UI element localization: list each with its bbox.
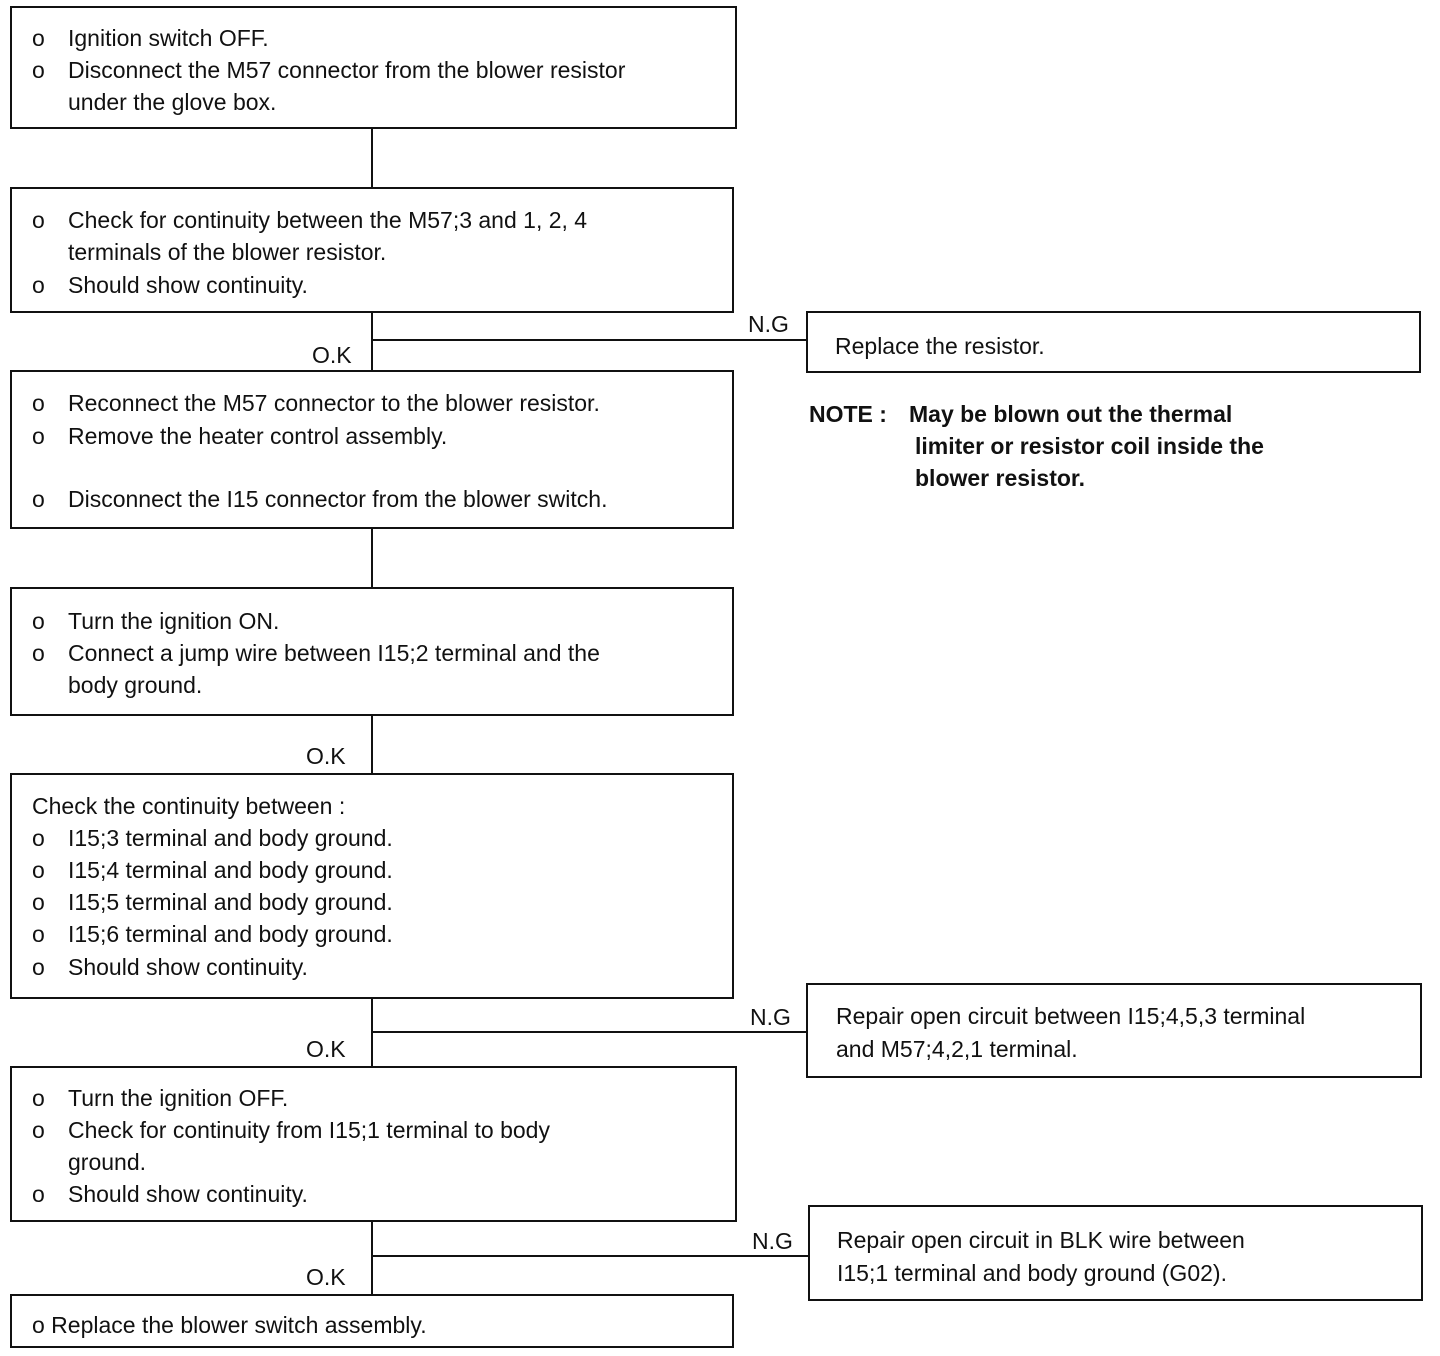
bullet: o	[32, 390, 45, 416]
note-prefix: NOTE :	[809, 401, 887, 427]
connector-line	[371, 1221, 373, 1296]
step-6-line-2: Check for continuity from I15;1 terminal…	[68, 1117, 550, 1143]
fail-3-line-1: Repair open circuit in BLK wire between	[837, 1227, 1245, 1253]
step-4-box: o Turn the ignition ON. o Connect a jump…	[10, 587, 734, 716]
bullet: o	[32, 486, 45, 512]
step-1-line-2: Disconnect the M57 connector from the bl…	[68, 57, 626, 83]
bullet: o	[32, 1085, 45, 1111]
step-1-box: o Ignition switch OFF. o Disconnect the …	[10, 6, 737, 129]
ng-label: N.G	[748, 311, 789, 337]
step-6-line-4: Should show continuity.	[68, 1181, 308, 1207]
fail-box-3: Repair open circuit in BLK wire between …	[808, 1205, 1423, 1301]
ok-label: O.K	[306, 743, 346, 769]
connector-line	[371, 528, 373, 589]
step-5-line-5: Should show continuity.	[68, 954, 308, 980]
connector-line	[371, 715, 373, 775]
ok-label: O.K	[306, 1036, 346, 1062]
bullet: o	[32, 857, 45, 883]
ok-label: O.K	[306, 1264, 346, 1290]
step-2-box: o Check for continuity between the M57;3…	[10, 187, 734, 313]
fail-box-1: Replace the resistor.	[806, 311, 1421, 373]
bullet: o	[32, 889, 45, 915]
ng-label: N.G	[750, 1004, 791, 1030]
fail-box-2: Repair open circuit between I15;4,5,3 te…	[806, 983, 1422, 1078]
bullet: o	[32, 423, 45, 449]
step-7-line-1: o Replace the blower switch assembly.	[32, 1312, 427, 1338]
step-4-line-1: Turn the ignition ON.	[68, 608, 280, 634]
bullet: o	[32, 57, 45, 83]
bullet: o	[32, 1181, 45, 1207]
bullet: o	[32, 825, 45, 851]
step-5-box: Check the continuity between : o I15;3 t…	[10, 773, 734, 999]
step-3-line-3: Disconnect the I15 connector from the bl…	[68, 486, 608, 512]
step-1-line-3: under the glove box.	[68, 89, 277, 115]
step-2-line-1: Check for continuity between the M57;3 a…	[68, 207, 588, 233]
step-3-line-1: Reconnect the M57 connector to the blowe…	[68, 390, 600, 416]
step-3-box: o Reconnect the M57 connector to the blo…	[10, 370, 734, 529]
bullet: o	[32, 25, 45, 51]
step-4-line-3: body ground.	[68, 672, 203, 698]
bullet: o	[32, 640, 45, 666]
ng-label: N.G	[752, 1228, 793, 1254]
ok-label: O.K	[312, 342, 352, 368]
ng-branch-line	[371, 339, 808, 341]
step-5-line-2: I15;4 terminal and body ground.	[68, 857, 393, 883]
bullet: o	[32, 921, 45, 947]
fail-1-line-1: Replace the resistor.	[835, 333, 1045, 359]
step-7-box: o Replace the blower switch assembly.	[10, 1294, 734, 1348]
bullet: o	[32, 272, 45, 298]
step-6-line-3: ground.	[68, 1149, 147, 1175]
step-1-line-1: Ignition switch OFF.	[68, 25, 269, 51]
fail-3-line-2: I15;1 terminal and body ground (G02).	[837, 1260, 1227, 1286]
ng-branch-line	[371, 1255, 810, 1257]
connector-line	[371, 998, 373, 1068]
ng-branch-line	[371, 1031, 808, 1033]
step-6-box: o Turn the ignition OFF. o Check for con…	[10, 1066, 737, 1222]
step-3-line-2: Remove the heater control assembly.	[68, 423, 448, 449]
bullet: o	[32, 1117, 45, 1143]
connector-line	[371, 128, 373, 188]
step-5-line-1: I15;3 terminal and body ground.	[68, 825, 393, 851]
step-2-line-3: Should show continuity.	[68, 272, 308, 298]
note-line-1: May be blown out the thermal	[909, 401, 1233, 427]
step-2-line-2: terminals of the blower resistor.	[68, 239, 387, 265]
step-5-heading: Check the continuity between :	[32, 793, 346, 819]
note-line-3: blower resistor.	[915, 465, 1086, 491]
step-5-line-4: I15;6 terminal and body ground.	[68, 921, 393, 947]
note-line-2: limiter or resistor coil inside the	[915, 433, 1264, 459]
bullet: o	[32, 207, 45, 233]
step-6-line-1: Turn the ignition OFF.	[68, 1085, 289, 1111]
fail-2-line-1: Repair open circuit between I15;4,5,3 te…	[836, 1003, 1306, 1029]
bullet: o	[32, 608, 45, 634]
connector-line	[371, 312, 373, 372]
bullet: o	[32, 954, 45, 980]
fail-2-line-2: and M57;4,2,1 terminal.	[836, 1036, 1078, 1062]
step-4-line-2: Connect a jump wire between I15;2 termin…	[68, 640, 600, 666]
step-5-line-3: I15;5 terminal and body ground.	[68, 889, 393, 915]
